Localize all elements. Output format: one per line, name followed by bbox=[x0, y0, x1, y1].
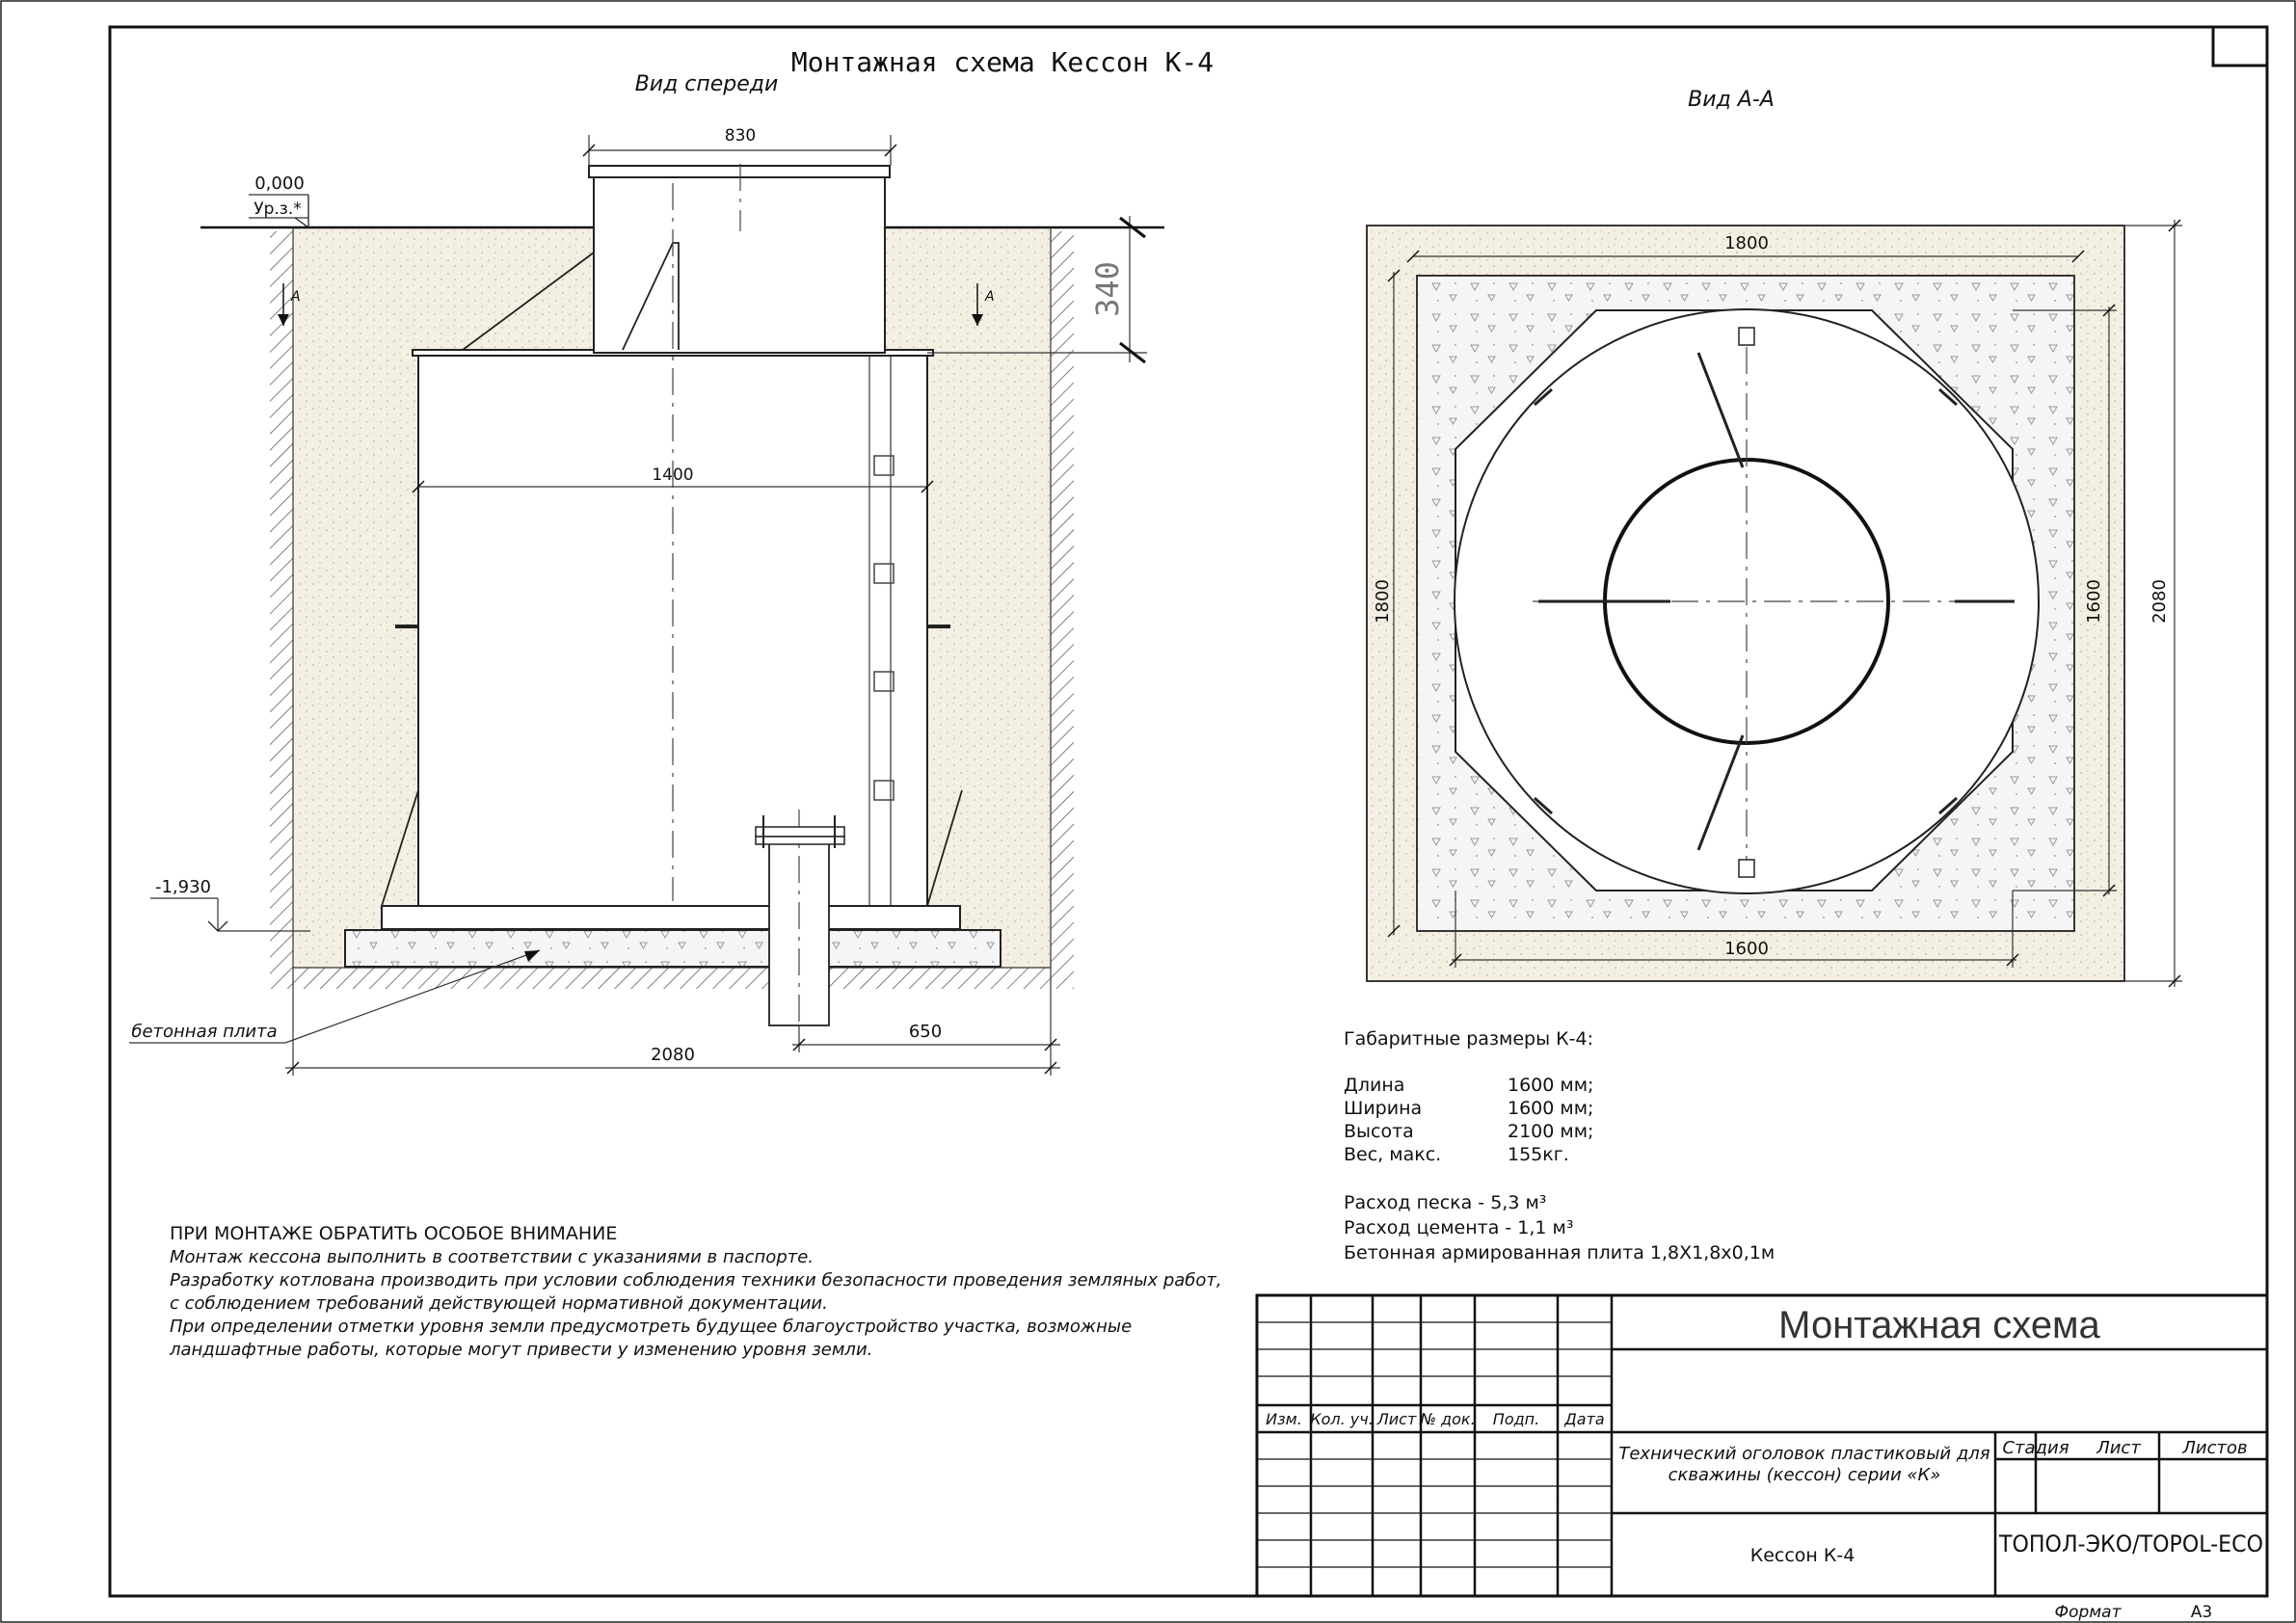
sheet-header: Лист bbox=[2096, 1438, 2141, 1458]
sheets-header: Листов bbox=[2181, 1438, 2247, 1458]
format-label: Формат bbox=[2055, 1603, 2122, 1622]
spec-label: Длина bbox=[1344, 1075, 1404, 1096]
notes-heading: ПРИ МОНТАЖЕ ОБРАТИТЬ ОСОБОЕ ВНИМАНИЕ bbox=[170, 1223, 617, 1244]
company-name: ТОПОЛ-ЭКО/TOPOL-ECO bbox=[1998, 1530, 2263, 1557]
frame-border bbox=[108, 25, 2269, 1598]
section-mark-left: А bbox=[290, 289, 301, 305]
dim-2080-front: 2080 bbox=[651, 1045, 695, 1065]
note-line: При определении отметки уровня земли пре… bbox=[170, 1317, 1132, 1337]
rev-header: № док. bbox=[1419, 1410, 1475, 1428]
specs-block: Габаритные размеры К-4: Длина 1600 мм; Ш… bbox=[1344, 1028, 1775, 1264]
dim-1400: 1400 bbox=[652, 466, 693, 485]
description-line2: скважины (кессон) серии «К» bbox=[1669, 1465, 1941, 1485]
spec-value: 1600 мм; bbox=[1508, 1098, 1593, 1119]
specs-heading: Габаритные размеры К-4: bbox=[1344, 1028, 1593, 1050]
pipe-flange bbox=[755, 826, 845, 838]
rev-header: Кол. уч. bbox=[1310, 1410, 1374, 1428]
section-mark-right: А bbox=[984, 289, 995, 305]
drawing-title: Монтажная схема Кессон К-4 bbox=[791, 46, 1214, 78]
pit-bottom bbox=[270, 968, 1074, 989]
dim-right-2080: 2080 bbox=[2149, 579, 2170, 624]
rev-header: Изм. bbox=[1266, 1410, 1302, 1428]
plate-spec: Бетонная армированная плита 1,8Х1,8х0,1м bbox=[1344, 1242, 1775, 1264]
corner-stamp bbox=[2211, 25, 2269, 67]
front-view: Вид спереди bbox=[129, 72, 1164, 1076]
dim-right-1600: 1600 bbox=[2084, 579, 2104, 624]
pit-wall-right bbox=[1051, 231, 1074, 968]
level-top-value: 0,000 bbox=[254, 173, 305, 194]
dim-340: 340 bbox=[1089, 261, 1126, 317]
level-top-label: Ур.з.* bbox=[254, 200, 302, 219]
stage-header: Стадия bbox=[2002, 1438, 2069, 1458]
spec-value: 1600 мм; bbox=[1508, 1075, 1593, 1096]
plate-label: бетонная плита bbox=[131, 1022, 277, 1042]
spec-label: Ширина bbox=[1344, 1098, 1422, 1119]
spec-label: Вес, макс. bbox=[1344, 1144, 1441, 1165]
section-view: Вид А-А 1800 1600 bbox=[1366, 88, 2182, 988]
section-view-caption: Вид А-А bbox=[1688, 88, 1775, 112]
pit-wall-left bbox=[270, 231, 293, 968]
note-line: с соблюдением требований действующей нор… bbox=[170, 1293, 828, 1314]
note-line: Монтаж кессона выполнить в соответствии … bbox=[170, 1247, 814, 1267]
notes-block: ПРИ МОНТАЖЕ ОБРАТИТЬ ОСОБОЕ ВНИМАНИЕ Мон… bbox=[169, 1223, 1222, 1360]
caisson-base bbox=[381, 905, 961, 930]
caisson-neck bbox=[593, 174, 886, 354]
dim-left-1800: 1800 bbox=[1373, 579, 1393, 624]
level-bottom-value: -1,930 bbox=[155, 877, 211, 897]
format-value: А3 bbox=[2191, 1603, 2212, 1622]
concrete-plate bbox=[344, 929, 1001, 968]
front-view-caption: Вид спереди bbox=[635, 72, 779, 96]
dim-650: 650 bbox=[909, 1022, 942, 1042]
note-line: Разработку котлована производить при усл… bbox=[170, 1270, 1222, 1290]
rev-header: Подп. bbox=[1493, 1410, 1539, 1428]
dim-top-1800: 1800 bbox=[1724, 233, 1769, 253]
sand-consumption: Расход песка - 5,3 м³ bbox=[1344, 1192, 1546, 1213]
title-block: Изм. Кол. уч. Лист № док. Подп. Дата Мон… bbox=[1255, 1293, 2269, 1598]
neck-cap bbox=[588, 165, 891, 178]
drawing-name: Монтажная схема bbox=[1778, 1304, 2100, 1346]
rev-header: Лист bbox=[1376, 1410, 1417, 1428]
cement-consumption: Расход цемента - 1,1 м³ bbox=[1344, 1217, 1574, 1238]
dim-bottom-1600: 1600 bbox=[1724, 939, 1769, 959]
spec-value: 155кг. bbox=[1508, 1144, 1569, 1165]
spec-label: Высота bbox=[1344, 1121, 1414, 1142]
rev-header: Дата bbox=[1563, 1410, 1604, 1428]
spec-value: 2100 мм; bbox=[1508, 1121, 1593, 1142]
description-line1: Технический оголовок пластиковый для bbox=[1618, 1444, 1989, 1464]
dim-830: 830 bbox=[725, 126, 756, 146]
note-line: ландшафтные работы, которые могут привес… bbox=[169, 1340, 872, 1360]
item-name: Кессон К-4 bbox=[1750, 1545, 1855, 1566]
